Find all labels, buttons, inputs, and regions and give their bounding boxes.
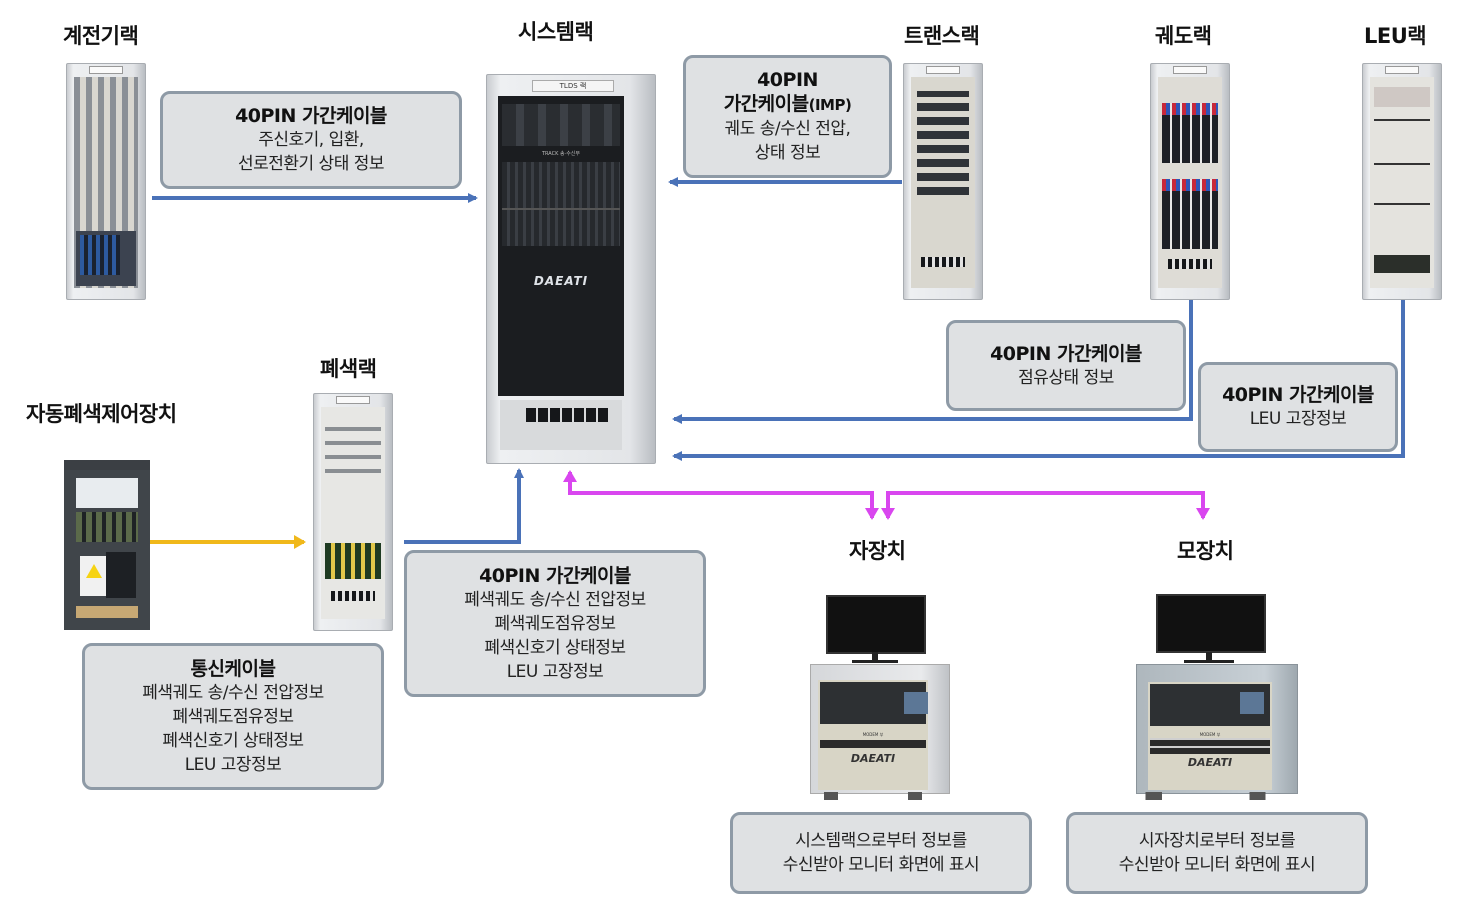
system-rack-brand: DAEATI [533,274,589,288]
info-box-relay-to-system: 40PIN 가간케이블 주신호기, 입환, 선로전환기 상태 정보 [160,91,462,189]
slave-unit-image: MODEM 부 DAEATI [810,592,950,802]
monitor-icon [826,595,926,654]
block-rack-title: 폐색랙 [320,357,377,381]
track-rack-image [1150,63,1230,300]
info-line: 수신받아 모니터 화면에 표시 [782,855,980,875]
info-box-slave-unit: 시스템랙으로부터 정보를 수신받아 모니터 화면에 표시 [730,812,1032,894]
cable-title: 40PIN 가간케이블 [990,342,1142,365]
trans-rack-image [903,63,983,300]
cable-title: 40PIN 가간케이블 [1222,384,1374,406]
info-box-leu-to-system: 40PIN 가간케이블 LEU 고장정보 [1198,362,1398,452]
info-line: 폐색신호기 상태정보 [484,637,626,658]
info-box-block-to-system: 40PIN 가간케이블 폐색궤도 송/수신 전압정보 폐색궤도점유정보 폐색신호… [404,550,706,697]
info-line: 궤도 송/수신 전압, [724,119,851,139]
auto-block-controller-image [64,460,150,630]
info-line: 폐색궤도점유정보 [494,613,616,634]
slave-unit-modem-label: MODEM 부 [862,732,884,737]
info-box-controller-to-block: 통신케이블 폐색궤도 송/수신 전압정보 폐색궤도점유정보 폐색신호기 상태정보… [82,643,384,790]
info-line: 주신호기, 입환, [258,130,364,150]
info-line: 상태 정보 [754,143,821,163]
relay-rack-title: 계전기랙 [63,24,139,48]
master-unit-brand: DAEATI [1187,756,1233,769]
cable-title: 40PIN 가간케이블 [235,105,387,127]
cable-title: 40PIN 가간케이블 [479,564,631,587]
arrow-system-to-slave [563,470,874,518]
leu-rack-title: LEU랙 [1364,24,1427,48]
master-unit-modem-label: MODEM 부 [1199,732,1221,737]
arrow-block-to-system [404,468,524,544]
info-line: 선로전환기 상태 정보 [237,154,385,174]
info-line: 수신받아 모니터 화면에 표시 [1118,855,1316,875]
system-rack-panel-label: TRACK 송·수신부 [541,151,580,157]
master-unit-image: MODEM 부 DAEATI [1136,592,1298,802]
auto-block-controller-title: 자동폐색제어장치 [26,402,177,426]
system-rack-title: 시스템랙 [518,20,594,44]
info-line: 폐색궤도점유정보 [172,706,294,727]
track-rack-title: 궤도랙 [1155,24,1212,48]
info-box-master-unit: 시자장치로부터 정보를 수신받아 모니터 화면에 표시 [1066,812,1368,894]
relay-rack-image [66,63,146,300]
system-rack-image: TLDS 랙 TRACK 송·수신부 DAEATI [486,74,656,464]
info-line: LEU 고장정보 [1249,409,1347,429]
monitor-icon [1156,594,1266,653]
slave-unit-brand: DAEATI [850,752,896,765]
trans-rack-title: 트랜스랙 [904,24,980,48]
info-line: LEU 고장정보 [184,754,282,775]
slave-unit-title: 자장치 [849,539,906,563]
info-box-track-to-system: 40PIN 가간케이블 점유상태 정보 [946,320,1186,411]
info-line: 폐색궤도 송/수신 전압정보 [464,589,646,610]
leu-rack-image [1362,63,1442,300]
system-rack-plate: TLDS 랙 [532,80,614,92]
info-line: LEU 고장정보 [506,661,604,682]
cable-title: 통신케이블 [190,657,276,680]
info-line: 폐색궤도 송/수신 전압정보 [142,682,324,703]
master-unit-title: 모장치 [1177,539,1234,563]
info-line: 점유상태 정보 [1018,367,1114,388]
info-line: 시스템랙으로부터 정보를 [795,831,967,851]
arrow-master-slave-link [881,491,1205,520]
info-line: 폐색신호기 상태정보 [162,730,304,751]
info-box-trans-to-system: 40PIN 가간케이블(IMP) 궤도 송/수신 전압, 상태 정보 [683,55,892,178]
cable-title: 40PIN [757,69,818,91]
block-rack-image [313,393,393,631]
cable-title-line2: 가간케이블(IMP) [723,93,852,115]
info-line: 시자장치로부터 정보를 [1138,831,1296,851]
